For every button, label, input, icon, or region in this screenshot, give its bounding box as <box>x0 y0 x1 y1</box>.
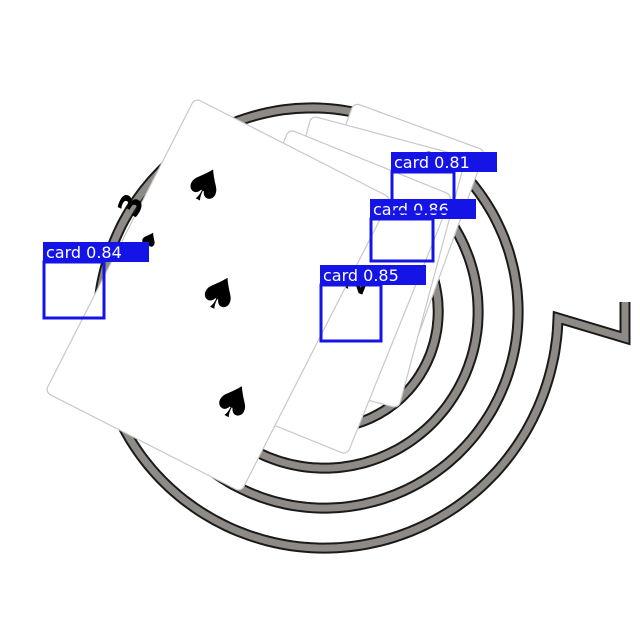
detection-label-bg <box>43 242 149 262</box>
detection-label-bg <box>320 265 426 285</box>
card-three-of-spades: 3 ♠ ♠ ♠ ♠ <box>46 99 390 491</box>
detection-card-0: card 0.84 <box>42 242 149 320</box>
detection-label-bg <box>391 152 497 172</box>
detection-card-3: card 0.81 <box>390 152 497 214</box>
detection-label-bg <box>370 199 476 219</box>
detections: card 0.84 card 0.85 card 0.86 card 0.81 <box>42 152 497 343</box>
detection-card-1: card 0.85 <box>319 265 426 343</box>
detection-label: card 0.81 <box>394 153 470 172</box>
detection-label: card 0.86 <box>373 200 449 219</box>
detection-label: card 0.85 <box>323 266 399 285</box>
detection-label: card 0.84 <box>46 243 122 262</box>
detection-card-2: card 0.86 <box>369 199 476 263</box>
